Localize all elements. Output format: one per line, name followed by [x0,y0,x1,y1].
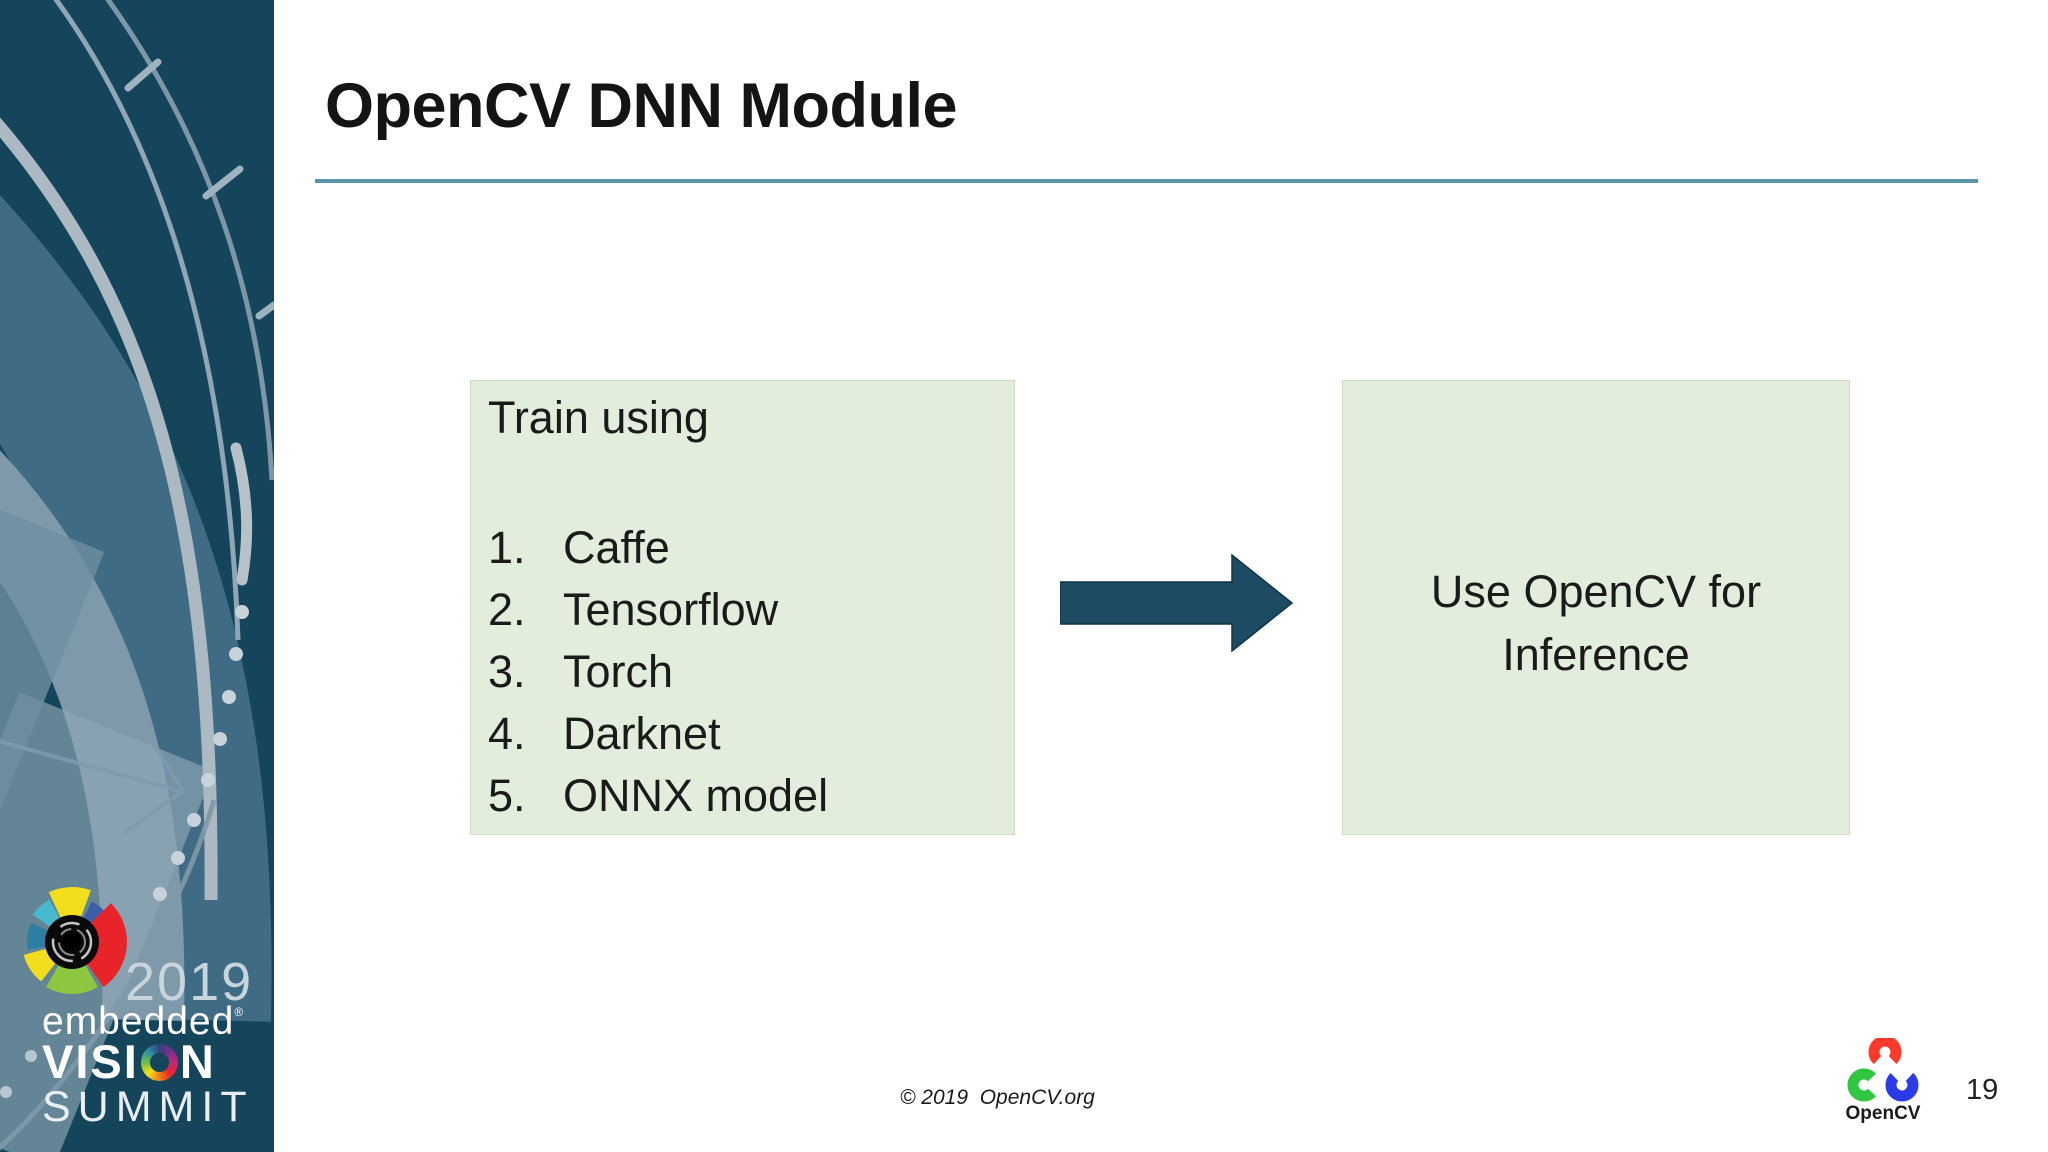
train-using-box: Train using 1. Caffe 2. Tensorflow 3. To… [470,380,1015,835]
dotted-arc [0,605,249,1098]
flow-arrow-icon [1060,553,1294,653]
list-item-number: 5. [488,770,526,821]
list-item: 5. ONNX model [488,765,1014,827]
pinwheel-logo-icon [23,887,127,994]
logo-vision-right: N [179,1035,216,1088]
framework-list: 1. Caffe 2. Tensorflow 3. Torch 4. Darkn… [488,517,1014,827]
list-item-label: Tensorflow [563,584,779,635]
list-item-label: Darknet [563,708,721,759]
list-item-label: Torch [563,646,674,697]
opencv-logo: OpenCV [1845,1038,1921,1125]
logo-embedded-word: embedded [42,1000,235,1043]
logo-embedded-text: embedded® [42,1002,244,1041]
logo-vision-left: VISI [42,1035,139,1088]
list-item: 1. Caffe [488,517,1014,579]
vision-color-wheel-icon [140,1044,178,1081]
opencv-logo-label: OpenCV [1845,1103,1921,1124]
sidebar-decorative-art-icon [0,0,274,1152]
list-item-number: 2. [488,584,526,635]
list-item: 4. Darknet [488,703,1014,765]
list-item-label: Caffe [563,522,670,573]
list-item-number: 3. [488,646,526,697]
logo-vision-text: VISI N [42,1038,216,1085]
title-divider [315,179,1978,183]
inference-box: Use OpenCV for Inference [1342,380,1850,835]
list-item-number: 1. [488,522,526,573]
list-item: 3. Torch [488,641,1014,703]
tick-marks [124,58,274,320]
list-item-number: 4. [488,708,526,759]
registered-mark: ® [234,1005,245,1019]
sidebar: 2019 embedded® VISI N SUMMIT [0,0,274,1152]
inference-text-line1: Use OpenCV for [1430,565,1762,617]
opencv-logo-icon [1847,1038,1919,1102]
outline-arrow-icon [0,739,186,835]
list-item: 2. Tensorflow [488,579,1014,641]
page-number: 19 [1966,1074,1999,1106]
inference-text-line2: Inference [1502,628,1690,680]
page-title: OpenCV DNN Module [325,71,958,141]
logo-summit-text: SUMMIT [42,1083,254,1131]
slide-content: OpenCV DNN Module Train using 1. Caffe 2… [274,0,2048,1152]
train-using-heading: Train using [488,392,709,443]
logo-year-text: 2019 [125,952,254,1012]
copyright-text: © 2019 OpenCV.org [900,1086,1095,1109]
list-item-label: ONNX model [563,770,829,821]
